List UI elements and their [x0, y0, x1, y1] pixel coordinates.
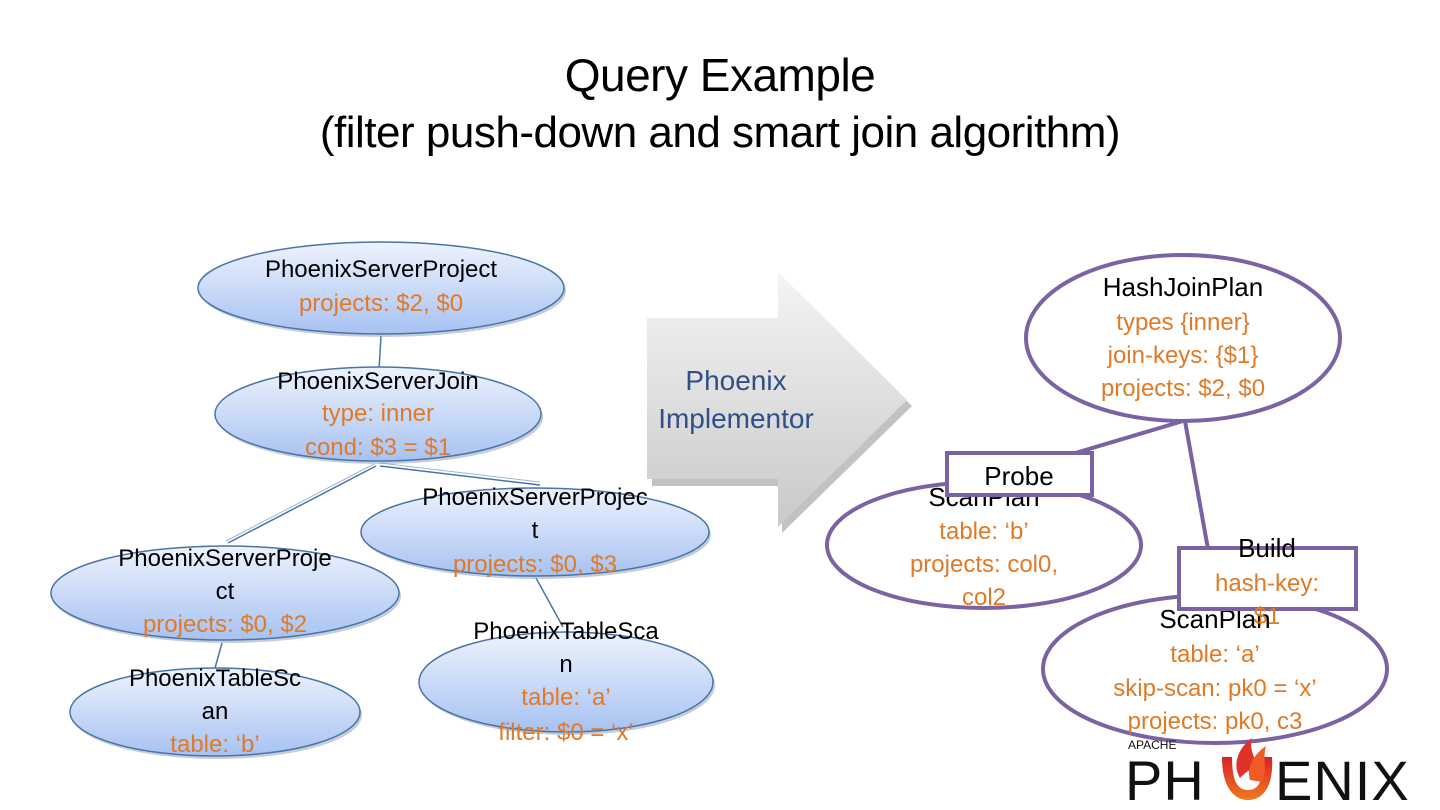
node-name: PhoenixTableSca: [473, 618, 659, 645]
apache-phoenix-logo: APACHE PH ENIX: [1125, 738, 1410, 810]
node-name: PhoenixServerProjec: [422, 484, 647, 511]
physical-node-scan-plan-right: ScanPlan table: ‘a’ skip-scan: pk0 = ‘x’…: [1041, 593, 1389, 745]
node-prop: skip-scan: pk0 = ‘x’: [1113, 675, 1316, 702]
node-prop: table: ‘a’: [1170, 641, 1259, 668]
edge-project-to-join: [378, 335, 382, 371]
arrow-label-line1: Phoenix: [685, 365, 786, 396]
build-prop: hash-key:: [1215, 570, 1319, 597]
node-prop: projects: $0, $2: [143, 611, 307, 638]
logical-node-server-join: PhoenixServerJoin type: inner cond: $3 =…: [214, 366, 543, 464]
edge-join-to-right-project: [379, 465, 541, 486]
physical-node-hash-join-plan: HashJoinPlan types {inner} join-keys: {$…: [1024, 253, 1342, 423]
node-name: PhoenixServerProject: [265, 256, 497, 283]
slide-title: Query Example: [564, 49, 876, 101]
node-name: an: [202, 698, 229, 725]
arrow-label-line2: Implementor: [658, 403, 814, 434]
node-prop: table: ‘a’: [521, 684, 610, 711]
probe-label: Probe: [984, 461, 1053, 491]
logical-node-server-project-right: PhoenixServerProjec t projects: $0, $3: [360, 484, 711, 579]
node-prop: table: ‘b’: [939, 518, 1028, 545]
logical-node-server-project-left: PhoenixServerProje ct projects: $0, $2: [50, 545, 401, 643]
node-prop: types {inner}: [1116, 309, 1249, 336]
node-name: t: [532, 517, 539, 544]
node-prop: table: ‘b’: [170, 731, 259, 758]
node-name: ct: [216, 578, 235, 605]
node-name: PhoenixTableSc: [129, 665, 301, 692]
node-prop: join-keys: {$1}: [1107, 342, 1259, 369]
build-label: Build: [1238, 533, 1296, 563]
logical-node-server-project-top: PhoenixServerProject projects: $2, $0: [197, 241, 566, 337]
probe-label-box: Probe: [945, 451, 1094, 497]
logical-plan-edges: [214, 335, 564, 669]
logo-apache-text: APACHE: [1128, 738, 1176, 752]
node-name: n: [559, 651, 572, 678]
node-prop: projects: pk0, c3: [1128, 708, 1303, 735]
node-prop: cond: $3 = $1: [305, 434, 451, 461]
node-prop: projects: col0,: [910, 551, 1058, 578]
edge-join-to-left-project-double: [225, 463, 375, 542]
edge-join-to-left-project: [227, 465, 377, 544]
node-name: PhoenixServerJoin: [277, 368, 478, 395]
logo-text-left: PH: [1125, 749, 1205, 810]
node-name: HashJoinPlan: [1103, 272, 1263, 302]
node-prop: filter: $0 = ‘x’: [498, 719, 633, 746]
build-label-box: Build hash-key: $1: [1177, 533, 1358, 630]
node-prop: col2: [962, 584, 1006, 611]
logo-text-right: ENIX: [1275, 749, 1410, 810]
slide-subtitle: (filter push-down and smart join algorit…: [319, 108, 1121, 157]
edge-right-project-to-scan: [535, 577, 564, 628]
implementor-arrow: Phoenix Implementor: [647, 272, 912, 533]
node-name: PhoenixServerProje: [118, 545, 331, 572]
edge-hashjoin-to-build: [1183, 420, 1210, 550]
node-prop: projects: $2, $0: [1101, 375, 1265, 402]
node-prop: type: inner: [322, 400, 434, 427]
node-prop: projects: $0, $3: [453, 551, 617, 578]
build-prop: $1: [1254, 603, 1281, 630]
edge-join-to-right-project-double: [379, 462, 541, 483]
edge-left-project-to-scan: [214, 642, 223, 669]
logical-node-table-scan-right: PhoenixTableSca n table: ‘a’ filter: $0 …: [418, 618, 715, 746]
logical-node-table-scan-left: PhoenixTableSc an table: ‘b’: [69, 665, 362, 759]
phoenix-flame-icon: [1222, 738, 1273, 800]
node-prop: projects: $2, $0: [299, 290, 463, 317]
physical-node-scan-plan-left: ScanPlan table: ‘b’ projects: col0, col2: [825, 480, 1143, 611]
